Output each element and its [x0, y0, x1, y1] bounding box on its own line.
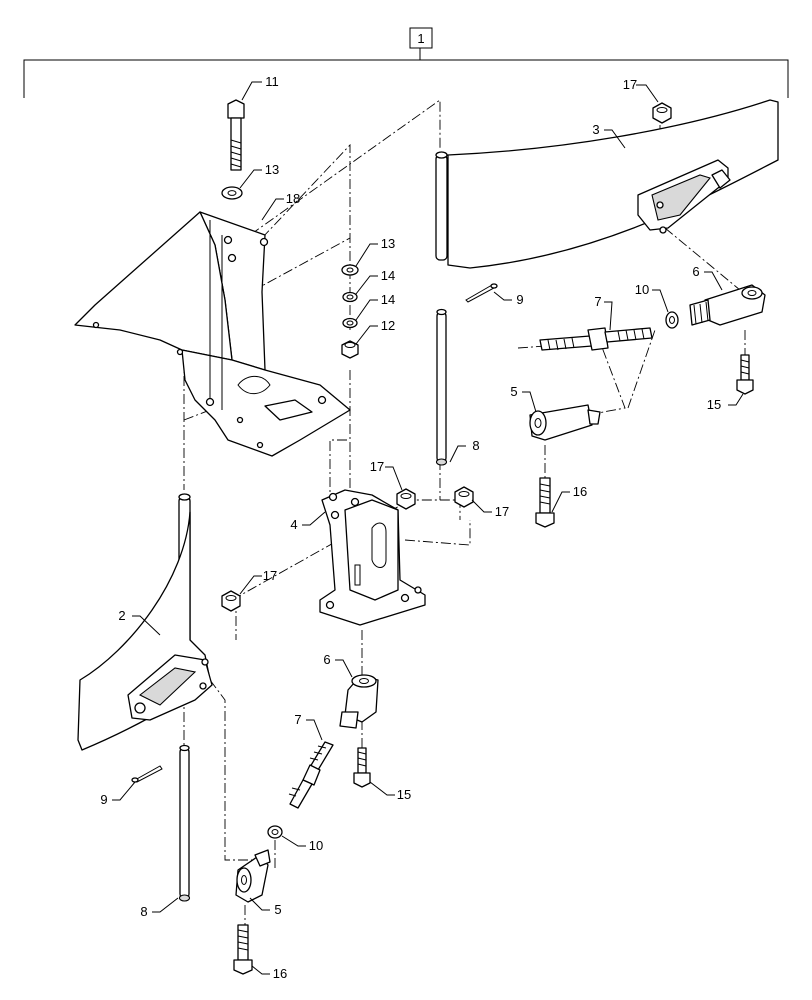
shield-part-3: [447, 99, 779, 269]
nut-part-17-middle-a: [396, 488, 416, 510]
washer-part-13-a: [221, 186, 243, 200]
callout-label-5: 5: [274, 902, 281, 917]
washer-part-13-b: [341, 264, 359, 276]
callout-label-17: 17: [623, 77, 637, 92]
callout-label-6: 6: [692, 264, 699, 279]
callout-label-16: 16: [273, 966, 287, 981]
callout-label-15: 15: [397, 787, 411, 802]
nut-part-17-left: [221, 590, 241, 612]
rod-part-8-left: [178, 744, 191, 902]
pin-part-9-upper: [465, 283, 498, 303]
callout-label-12: 12: [381, 318, 395, 333]
callout-label-9: 9: [100, 792, 107, 807]
callout-label-7: 7: [594, 294, 601, 309]
callout-label-4: 4: [290, 517, 297, 532]
callout-label-17: 17: [495, 504, 509, 519]
bolt-part-15-upper: [736, 354, 754, 395]
callout-label-10: 10: [635, 282, 649, 297]
callout-label-11: 11: [265, 74, 279, 89]
bracket-part-4: [319, 489, 426, 626]
callout-label-7: 7: [294, 712, 301, 727]
callout-label-13: 13: [265, 162, 279, 177]
callout-label-15: 15: [707, 397, 721, 412]
callout-label-10: 10: [309, 838, 323, 853]
threaded-rod-part-7-lower: [288, 741, 334, 809]
callout-label-18: 18: [286, 191, 300, 206]
callout-label-5: 5: [510, 384, 517, 399]
nut-part-10-lower: [267, 825, 283, 839]
nut-part-12: [341, 340, 359, 359]
callout-label-2: 2: [118, 608, 125, 623]
clevis-part-5-lower: [235, 849, 271, 903]
callout-label-14: 14: [381, 268, 395, 283]
callout-label-3: 3: [592, 122, 599, 137]
mounting-bracket-part-18: [74, 211, 351, 457]
threaded-rod-part-7-upper: [539, 327, 653, 351]
nut-part-17-top: [652, 102, 672, 124]
assembly-bracket: 1: [23, 27, 789, 98]
bolt-part-11: [227, 99, 245, 171]
lock-washer-part-14-a: [342, 291, 358, 303]
callout-label-13: 13: [381, 236, 395, 251]
shield-part-2: [77, 493, 213, 751]
callout-labels: 11 13 18 13 14 14 12 17 3 9 7 10 6 15 5 8 16 17 17 4 17 2 6 7 15…: [100, 74, 721, 981]
bolt-part-15-lower: [353, 747, 371, 788]
nut-part-10-upper: [665, 311, 679, 329]
callout-label-17: 17: [370, 459, 384, 474]
clevis-part-5-upper: [529, 404, 601, 441]
callout-label-16: 16: [573, 484, 587, 499]
assembly-callout-box: [409, 27, 433, 49]
assembly-callout-label: 1: [417, 31, 424, 46]
clevis-part-6-upper: [689, 284, 766, 326]
callout-label-9: 9: [516, 292, 523, 307]
bolt-part-16-upper: [535, 477, 555, 528]
nut-part-17-middle-b: [454, 486, 474, 508]
rod-part-8-right: [435, 151, 448, 466]
clevis-part-6-lower: [339, 674, 379, 729]
callout-label-8: 8: [140, 904, 147, 919]
bolt-part-16-lower: [233, 924, 253, 975]
callout-label-14: 14: [381, 292, 395, 307]
callout-label-6: 6: [323, 652, 330, 667]
callout-label-17: 17: [263, 568, 277, 583]
pin-part-9-lower: [131, 765, 163, 783]
callout-leader-lines: [112, 81, 744, 975]
lock-washer-part-14-b: [342, 317, 358, 329]
callout-label-8: 8: [472, 438, 479, 453]
